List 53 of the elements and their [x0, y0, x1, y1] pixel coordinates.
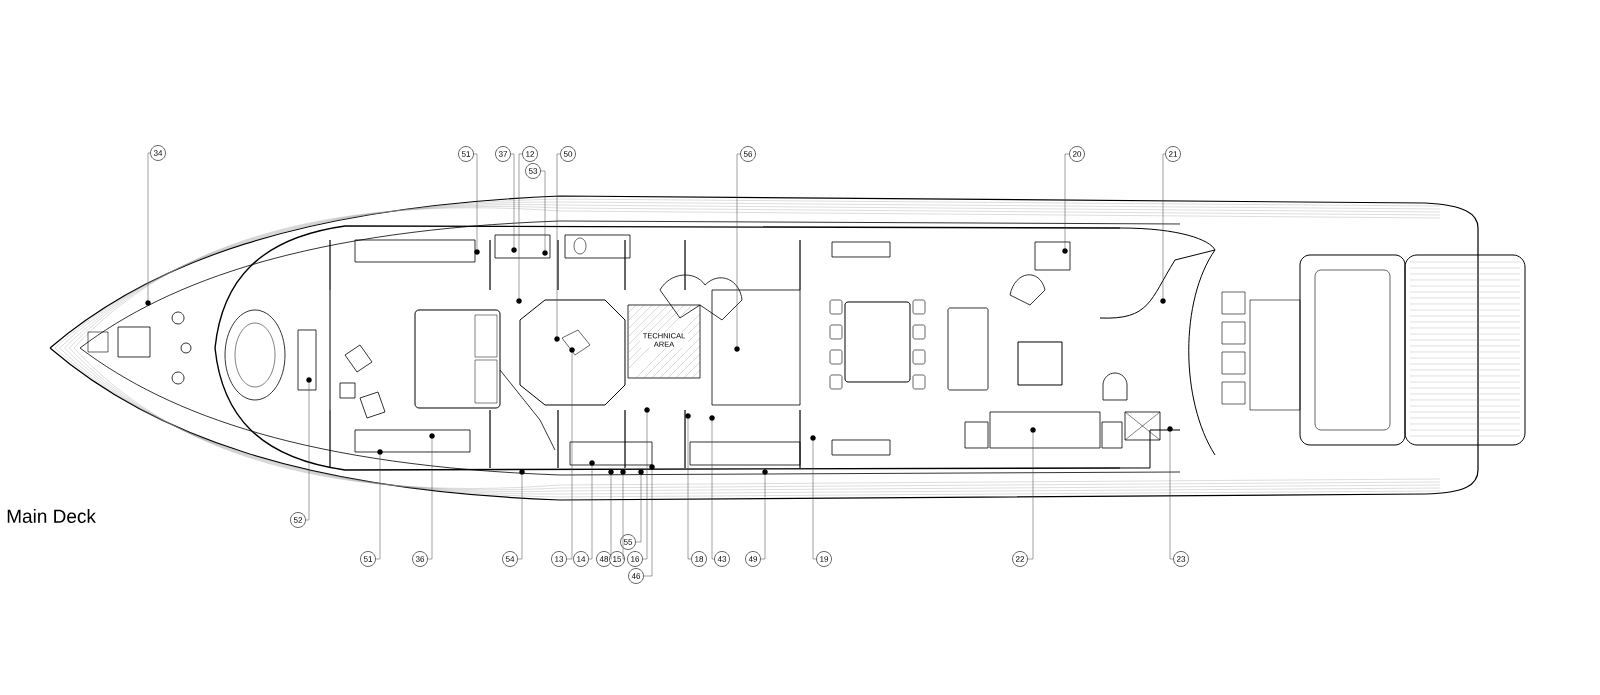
callout-number: 53: [525, 163, 541, 179]
leader-line: [375, 454, 381, 560]
deck-title: Main Deck: [7, 509, 96, 523]
leader-line: [588, 465, 593, 560]
callout-number: 12: [522, 146, 538, 162]
callout-number: 22: [1012, 551, 1028, 567]
leader-line: [711, 420, 715, 560]
leader-line: [518, 153, 523, 299]
leader-line: [642, 412, 648, 560]
callout-number: 23: [1173, 551, 1189, 567]
callout-number: 51: [360, 551, 376, 567]
callout-number: 50: [560, 146, 576, 162]
leader-line: [622, 474, 626, 560]
callout-number: 18: [691, 551, 707, 567]
callout-number: 48: [596, 551, 612, 567]
callout-number: 13: [551, 551, 567, 567]
callout-number: 34: [150, 145, 166, 161]
leader-line: [635, 474, 642, 543]
callout-number: 15: [609, 551, 625, 567]
leader-line: [540, 170, 546, 251]
leader-line: [1064, 153, 1070, 249]
leader-line: [1162, 153, 1166, 299]
callout-number: 49: [745, 551, 761, 567]
leader-line: [566, 352, 573, 560]
leader-line: [1027, 432, 1034, 560]
callout-number: 54: [502, 551, 518, 567]
leader-line: [427, 438, 433, 560]
callout-number: 46: [628, 568, 644, 584]
callout-number: 51: [458, 146, 474, 162]
leader-line: [812, 440, 817, 560]
callout-number: 37: [495, 146, 511, 162]
callout-number: 56: [740, 146, 756, 162]
callout-number: 43: [714, 551, 730, 567]
callout-number: 16: [627, 551, 643, 567]
leader-line: [736, 153, 741, 347]
leader-line: [510, 153, 515, 248]
callout-number: 55: [620, 534, 636, 550]
leader-line: [1169, 431, 1174, 560]
callout-number: 36: [412, 551, 428, 567]
leader-line: [556, 153, 561, 337]
leader-line: [147, 152, 151, 301]
callout-number: 14: [573, 551, 589, 567]
callout-number: 19: [816, 551, 832, 567]
leader-line: [517, 474, 523, 560]
leader-line: [473, 153, 478, 250]
leader-line: [687, 418, 692, 560]
leader-line: [760, 474, 766, 560]
leader-line: [610, 474, 613, 560]
callout-number: 20: [1069, 146, 1085, 162]
leader-line: [643, 469, 653, 577]
leader-line: [305, 382, 310, 521]
callout-number: 21: [1165, 146, 1181, 162]
callout-number: 52: [290, 512, 306, 528]
